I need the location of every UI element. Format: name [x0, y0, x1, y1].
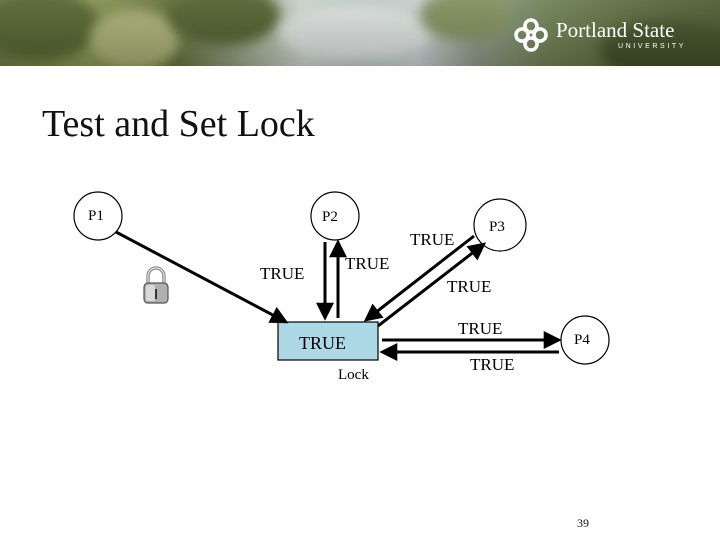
- lock-caption: Lock: [338, 367, 369, 383]
- logo-subtitle: UNIVERSITY: [618, 43, 687, 50]
- process-p2-label: P2: [322, 209, 338, 225]
- logo-mark-icon: [514, 18, 548, 52]
- process-p1-label: P1: [88, 208, 104, 224]
- edge-label-p2-right: TRUE: [345, 254, 390, 273]
- process-p3-circle: [473, 198, 527, 252]
- padlock-icon: [143, 266, 169, 304]
- arrow-p1-to-lock: [115, 230, 289, 324]
- edge-label-p2-left: TRUE: [260, 264, 305, 283]
- edge-label-p3-lower: TRUE: [447, 277, 492, 296]
- edge-label-p4-lower: TRUE: [470, 355, 515, 374]
- edge-label-p3-upper: TRUE: [410, 230, 455, 249]
- header-banner: Portland State UNIVERSITY: [0, 0, 720, 66]
- logo-name: Portland State: [556, 18, 675, 42]
- process-p1-circle: [73, 191, 123, 241]
- edge-label-p4-upper: TRUE: [458, 319, 503, 338]
- process-p3-label: P3: [489, 219, 505, 235]
- lock-value: TRUE: [299, 333, 346, 353]
- university-logo: Portland State UNIVERSITY: [512, 16, 702, 56]
- arrow-p3-to-lock: [363, 234, 475, 322]
- page-number: 39: [577, 516, 589, 530]
- slide-title: Test and Set Lock: [42, 103, 315, 145]
- lock-box: [277, 321, 379, 361]
- arrow-lock-to-p3: [377, 242, 487, 328]
- process-p4-label: P4: [574, 332, 590, 348]
